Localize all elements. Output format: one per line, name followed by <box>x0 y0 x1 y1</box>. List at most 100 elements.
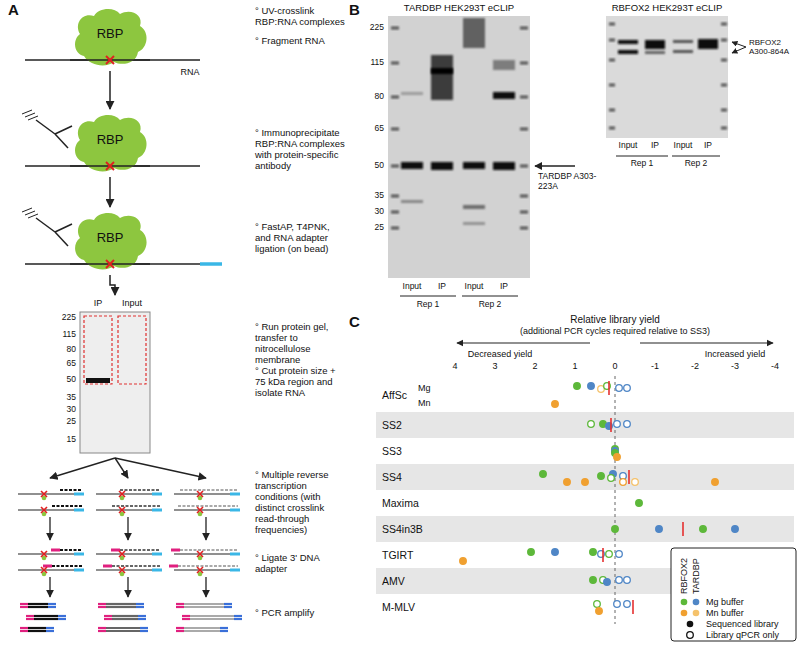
legend-sample <box>681 610 688 617</box>
protein-band <box>463 205 485 209</box>
ladder-band <box>391 96 399 99</box>
ladder-band <box>520 128 528 131</box>
crosslink-mark <box>119 551 125 557</box>
dna-adapter <box>51 549 60 552</box>
bead-link <box>25 211 35 215</box>
label-slot: A <box>8 1 19 18</box>
label-slot: 30 <box>375 207 384 217</box>
cdna <box>180 489 238 491</box>
step-text: ° Immunoprecipitate RBP:RNA complexes wi… <box>255 127 345 171</box>
crosslink-mark <box>119 567 125 573</box>
zero-line <box>615 376 616 624</box>
pcr-product <box>138 618 146 620</box>
step-arrow <box>205 577 206 597</box>
pcr-product <box>28 627 46 629</box>
label-slot: M-MLV <box>382 601 415 613</box>
rna-adapter <box>152 493 162 496</box>
step-text: ° FastAP, T4PNK, and RNA adapter ligatio… <box>255 221 330 254</box>
bead-link <box>22 110 32 114</box>
row-label: SS3 <box>382 445 402 457</box>
rna-template <box>174 569 230 570</box>
cdna <box>52 505 82 507</box>
dna-adapter <box>111 549 120 552</box>
node-text-slot: RBP <box>97 133 124 148</box>
antibody <box>55 134 68 148</box>
size-marker: 225 <box>62 312 76 322</box>
crosslink-mark <box>197 491 203 497</box>
data-point <box>656 526 663 533</box>
crosslink-mark <box>41 551 47 557</box>
label-slot: 35 <box>375 191 384 201</box>
label-slot: SS4in3B <box>382 523 423 535</box>
pcr-product <box>106 606 136 608</box>
rna-adapter <box>200 262 222 266</box>
label-slot: 115 <box>370 58 384 68</box>
label-slot: -2 <box>691 361 699 371</box>
label-slot: ° Ligate 3' DNA adapter <box>255 553 345 575</box>
label-slot: SS3 <box>382 445 402 457</box>
pcr-product <box>176 630 184 632</box>
data-point <box>528 549 535 556</box>
rna-adapter <box>230 553 240 556</box>
label-slot: ° UV-crosslink RBP:RNA complexes <box>255 6 345 28</box>
cdna <box>60 549 82 551</box>
lane-label: IP <box>704 140 712 150</box>
replicate-label: Rep 2 <box>685 158 708 168</box>
size-marker: 115 <box>62 329 76 339</box>
label-slot: ° Immunoprecipitate RBP:RNA complexes wi… <box>255 128 345 172</box>
ladder-band <box>520 27 528 30</box>
ladder-band <box>721 84 727 87</box>
pcr-product <box>20 603 28 605</box>
pcr-product <box>98 603 106 605</box>
data-point <box>588 383 595 390</box>
step-text: ° Multiple reverse transcription conditi… <box>255 469 329 535</box>
crosslink-mark <box>197 551 203 557</box>
rna-adapter <box>230 509 240 512</box>
ladder-band <box>391 128 399 131</box>
bead-link <box>28 116 38 120</box>
pcr-product <box>106 603 136 605</box>
rna-template <box>18 553 74 554</box>
data-point <box>616 385 623 392</box>
size-marker: 80 <box>67 344 76 354</box>
label-slot: SS4 <box>382 471 402 483</box>
cdna <box>178 505 238 507</box>
tick-label: 1 <box>572 361 577 371</box>
rna-template <box>174 553 230 554</box>
ladder-band <box>391 211 399 214</box>
size-marker: 15 <box>67 434 76 444</box>
size-marker: 25 <box>375 222 384 232</box>
data-point <box>624 385 631 392</box>
node-text-slot: IP <box>94 298 103 308</box>
pcr-product <box>182 615 190 617</box>
lane-label: Input <box>674 140 693 150</box>
replicate-bracket <box>462 296 518 297</box>
data-point <box>624 601 631 608</box>
pcr-product <box>234 615 242 617</box>
data-point <box>594 601 601 608</box>
data-point <box>632 479 639 486</box>
pcr-product <box>46 630 54 632</box>
cdna <box>112 565 160 567</box>
pcr-product <box>112 615 138 617</box>
pcr-product <box>184 627 220 629</box>
step-arrow <box>49 517 50 540</box>
label-slot: 50 <box>67 375 76 385</box>
label-slot: 25 <box>67 417 76 427</box>
legend-box <box>671 548 796 641</box>
ladder-band <box>609 59 615 62</box>
crosslink-mark <box>41 567 47 573</box>
step-text: ° Cut protein size + 75 kDa region and i… <box>255 365 336 398</box>
crosslink-mark <box>41 491 47 497</box>
size-marker: 115 <box>370 57 384 67</box>
crosslink-mark <box>197 507 203 513</box>
step-text: ° PCR amplify <box>255 607 314 618</box>
legend-sample <box>687 621 694 628</box>
ladder-band <box>721 59 727 62</box>
rna-template <box>174 493 230 494</box>
blot-title: TARDBP HEK293T eCLIP <box>404 2 514 13</box>
pcr-product <box>176 627 184 629</box>
panel-letter: A <box>8 1 19 18</box>
rna-adapter <box>74 509 84 512</box>
bead-link <box>22 208 32 212</box>
